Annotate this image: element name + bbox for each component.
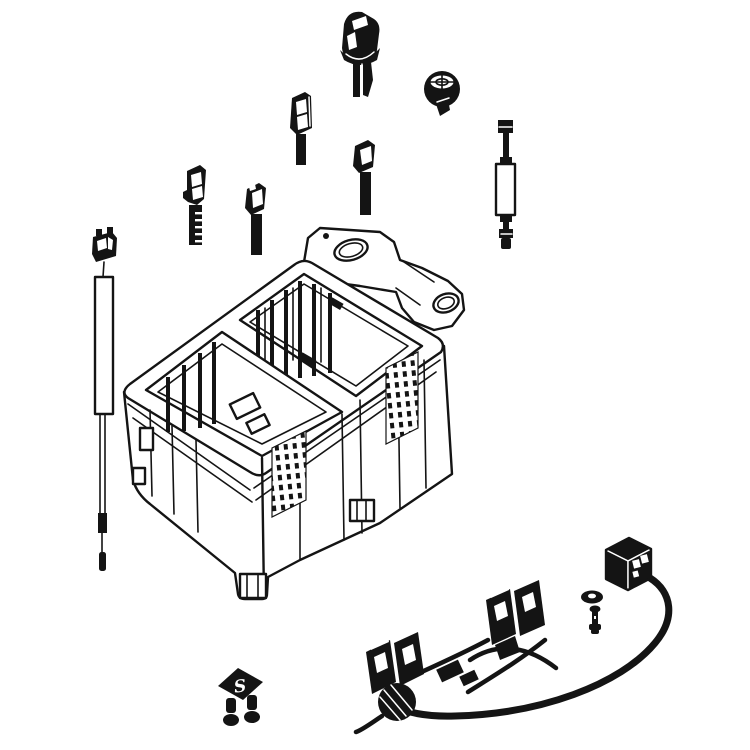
probe-cable bbox=[92, 227, 117, 571]
box-opening-front bbox=[144, 330, 344, 458]
ignition-switch bbox=[340, 11, 380, 97]
inline-fuse bbox=[494, 120, 517, 249]
fuse-terminal-pair-left bbox=[366, 632, 424, 694]
box-opening-rear bbox=[238, 272, 424, 398]
harness-cable bbox=[392, 574, 673, 720]
machine-screw bbox=[589, 605, 601, 634]
terminal-connector-c bbox=[245, 183, 266, 255]
terminal-connector-d bbox=[353, 140, 375, 215]
box-top-flange bbox=[299, 226, 466, 332]
wire-loop bbox=[353, 683, 416, 735]
self-tapping-screw-2 bbox=[244, 695, 260, 723]
washer bbox=[581, 590, 603, 604]
fuse-terminal-pair-mid bbox=[486, 580, 545, 660]
self-tapping-screw-1 bbox=[223, 698, 239, 726]
terminal-connector-b bbox=[183, 165, 206, 245]
clip-nut-plate: S bbox=[218, 668, 263, 700]
terminal-connector-a bbox=[290, 92, 312, 165]
wiring-harness bbox=[353, 536, 673, 735]
box-feet bbox=[238, 498, 376, 600]
cap-grommet-icon bbox=[424, 71, 460, 116]
vent-panel-right bbox=[385, 351, 419, 445]
stem-ribs bbox=[195, 212, 202, 243]
clip-plate-marking: S bbox=[233, 676, 248, 698]
battery-box bbox=[122, 226, 466, 601]
vent-panel-front bbox=[271, 430, 307, 518]
cube-connector bbox=[604, 536, 653, 592]
